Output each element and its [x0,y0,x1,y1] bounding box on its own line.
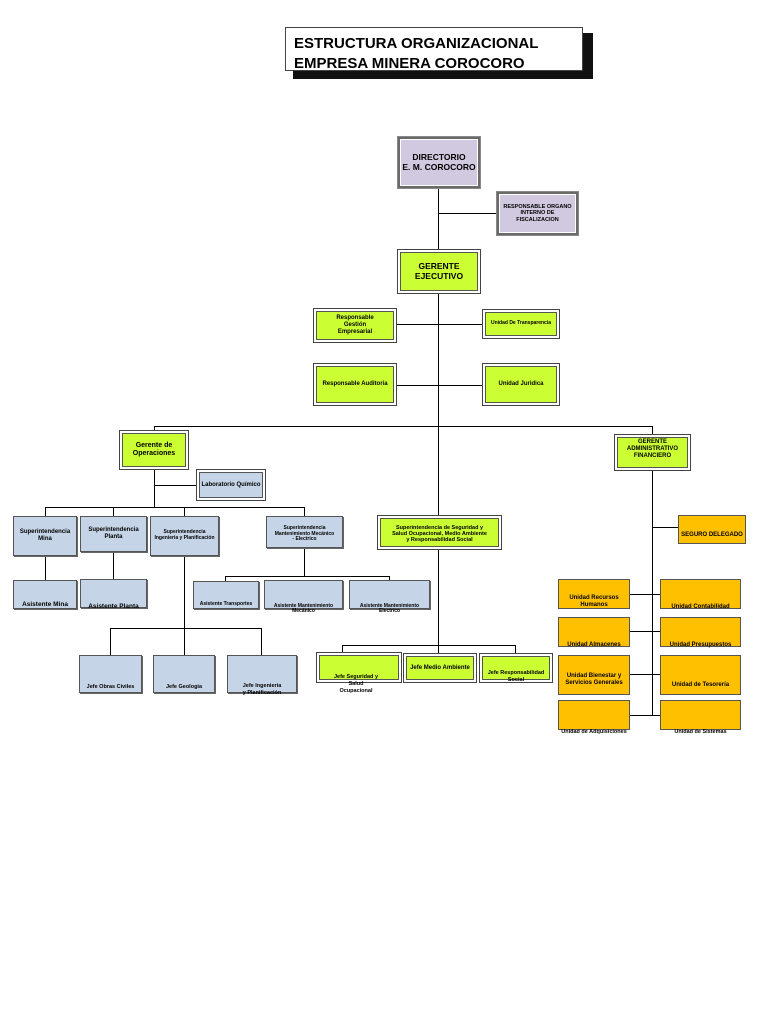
node-gestion-line3: Empresarial [337,328,373,335]
node-unidad-presupuestos-label: Unidad Presupuestos [669,642,732,649]
node-jefe-responsabilidad-line1: Jefe Responsabilidad [487,670,545,677]
title-line-1: ESTRUCTURA ORGANIZACIONAL [294,35,539,52]
node-unidad-rrhh: Unidad Recursos Humanos [558,579,630,609]
node-asistente-planta-label: Asistente Planta [88,602,139,610]
title-line-2: EMPRESA MINERA COROCORO [294,55,525,71]
node-sup-mantenimiento-line3: - Electrico [292,536,317,543]
node-gerente-administrativo: GERENTE ADMINISTRATIVO FINANCIERO [614,434,691,471]
node-jefe-medio-ambiente-label: Jefe Medio Ambiente [410,664,470,671]
node-asistente-electrico: Asistente Mantenimiento Electrico [349,580,430,614]
node-jefe-medio-ambiente: Jefe Medio Ambiente [403,653,477,683]
node-sup-mina-line1: Superintendencia [19,529,71,536]
node-asistente-transportes-label: Asistente Transportes [199,601,253,608]
node-superintendencia-mantenimiento: Superintendencia Mantenimiento Mecánico … [266,516,343,548]
node-sup-ingenieria-line1: Superintendencia [163,529,206,536]
node-unidad-bienestar: Unidad Bienestar y Servicios Generales [558,655,630,695]
node-jefe-responsabilidad-social: Jefe Responsabilidad Social [479,653,553,683]
node-sup-mantenimiento-line2: Mantenimiento Mecánico [274,530,335,537]
node-gerente-operaciones-line1: Gerente de [135,441,173,449]
node-seguro-delegado-label: SEGURO DELEGADO [681,531,743,538]
node-jefe-ingenieria-line2: y Planificación [242,689,282,696]
node-directorio-line2: E. M. COROCORO [402,161,476,172]
node-gerente-ejecutivo-line2: EJECUTIVO [414,270,464,281]
node-superintendencia-ingenieria: Superintendencia Ingenieria y Planificac… [150,516,219,556]
node-gerente-admin-line3: FINANCIERO [633,452,672,459]
node-asistente-planta: Asistente Planta [80,579,147,610]
node-directorio-line1: DIRECTORIO [412,151,466,162]
node-asistente-mina-label: Asistente Mina [22,600,68,608]
node-laboratorio-label: Laboratorio Químico [201,481,261,488]
node-sup-mantenimiento-line1: Superintendencia [283,524,326,531]
node-sup-planta-line1: Superintendencia [88,527,139,534]
node-unidad-sistemas: Unidad de Sistemas [660,700,741,735]
node-organo-line1: RESPONSABLE ORGANO [503,204,572,211]
node-jefe-seguridad [316,652,402,683]
node-juridica-label: Unidad Juridica [498,381,544,388]
node-gestion-line2: Gestión [343,322,367,329]
node-unidad-tesoreria-label: Unidad de Tesorería [671,682,730,689]
node-gerente-admin-line2: ADMINISTRATIVO [626,445,679,452]
node-jefe-geologia: Jefe Geologia [153,655,215,693]
node-gerente-operaciones-line2: Operaciones [132,450,176,457]
node-sup-ingenieria-line2: Ingenieria y Planificación [154,535,215,541]
node-gestion-line1: Responsable [336,315,374,322]
node-unidad-adquisiciones: Unidad de Adquisiciones [558,700,630,735]
node-jefe-obras-label: Jefe Obras Civiles [86,683,135,690]
node-gerente-admin-line1: GERENTE [637,439,667,445]
node-seguro-delegado: SEGURO DELEGADO [678,515,746,544]
node-asistente-mecanico-line2: Mecánico [292,608,315,615]
node-laboratorio-quimico: Laboratorio Químico [196,469,266,501]
node-unidad-almacenes: Unidad Almacenes [558,617,630,649]
node-unidad-presupuestos: Unidad Presupuestos [660,617,741,649]
node-transparencia-label: Unidad De Transparencia [490,320,552,327]
node-jefe-responsabilidad-line2: Social [507,676,525,683]
node-gerente-ejecutivo: GERENTE EJECUTIVO [397,249,481,294]
node-superintendencia-seguridad: Superintendencia de Seguridad y Salud Oc… [377,515,502,550]
node-directorio: DIRECTORIO E. M. COROCORO [397,136,481,189]
node-unidad-rrhh-line2: Humanos [580,601,608,608]
node-sup-seguridad-line2: Salud Ocupacional, Medio Ambiente [392,530,487,537]
node-unidad-transparencia: Unidad De Transparencia [482,309,560,339]
page-title: ESTRUCTURA ORGANIZACIONAL EMPRESA MINERA… [285,27,583,71]
node-jefe-ingenieria-line1: Jefe Ingenieria [242,683,282,690]
node-auditoria-label: Responsable Auditoria [322,381,388,388]
node-asistente-electrico-line1: Asistente Mantenimiento [359,602,420,609]
node-jefe-geologia-label: Jefe Geologia [165,683,203,690]
node-unidad-almacenes-label: Unidad Almacenes [567,642,621,649]
node-auditoria: Responsable Auditoria [313,363,397,406]
node-unidad-bienestar-line2: Servicios Generales [565,679,623,686]
node-unidad-contabilidad-label: Unidad Contabilidad [671,604,730,611]
node-jefe-seguridad-line3: Ocupacional [339,688,373,695]
node-jefe-seguridad-text: Jefe Seguridad y Salud Ocupacional [316,674,396,695]
node-asistente-mecanico-line1: Asistente Mantenimiento [273,602,334,609]
node-sup-seguridad-line3: y Responsabilidad Social [406,537,473,544]
node-jefe-seguridad-line2: Salud [348,681,364,688]
node-unidad-adquisiciones-label: Unidad de Adquisiciones [561,728,627,735]
node-superintendencia-planta: Superintendencia Planta [80,516,147,552]
node-unidad-contabilidad: Unidad Contabilidad [660,579,741,611]
node-sup-seguridad-line1: Superintendencia de Seguridad y [395,524,484,531]
node-sup-planta-line2: Planta [104,534,123,540]
node-jefe-seguridad-line1: Jefe Seguridad y [333,674,379,680]
node-unidad-bienestar-line1: Unidad Bienestar y [566,672,622,679]
node-superintendencia-mina: Superintendencia Mina [13,516,77,556]
node-organo-fiscalizacion: RESPONSABLE ORGANO INTERNO DE FISCALIZAC… [496,191,579,236]
node-gerente-operaciones: Gerente de Operaciones [119,430,189,470]
node-jefe-obras-civiles: Jefe Obras Civiles [79,655,142,693]
node-asistente-transportes: Asistente Transportes [193,581,259,609]
node-gerente-ejecutivo-line1: GERENTE [418,260,460,271]
node-gestion-empresarial: Responsable Gestión Empresarial [313,308,397,343]
node-unidad-sistemas-label: Unidad de Sistemas [674,728,727,735]
node-unidad-tesoreria: Unidad de Tesorería [660,655,741,695]
node-unidad-juridica: Unidad Juridica [482,363,560,406]
node-jefe-ingenieria: Jefe Ingenieria y Planificación [227,655,297,696]
node-asistente-mina: Asistente Mina [13,580,77,609]
node-sup-mina-line2: Mina [38,536,52,542]
node-asistente-electrico-line2: Electrico [378,608,401,615]
node-asistente-mecanico: Asistente Mantenimiento Mecánico [264,580,343,614]
node-unidad-rrhh-line1: Unidad Recursos [569,594,619,601]
node-organo-line2: INTERNO DE FISCALIZACION [516,210,559,223]
